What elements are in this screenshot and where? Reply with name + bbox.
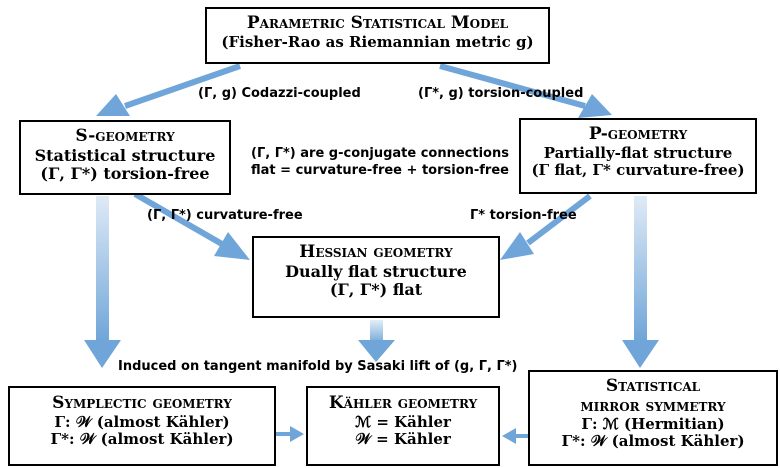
edge-label-torsion-coupled: (Γ*, g) torsion-coupled — [418, 86, 584, 101]
mirror-symmetry-line2: Γ*: 𝒲 (almost Kähler) — [561, 432, 745, 451]
s-geometry-line1: Statistical structure — [34, 145, 216, 165]
arrow-s-geometry-to-symplectic — [84, 196, 121, 368]
hessian-geometry-line1: Dually flat structure — [285, 261, 467, 281]
arrow-top-to-s-geometry — [96, 63, 241, 116]
p-geometry-line1: Partially-flat structure — [543, 143, 733, 162]
arrow-hessian-to-kahler — [358, 320, 395, 362]
parametric-statistical-model-title: Parametric Statistical Model — [246, 13, 509, 33]
s-geometry-title: S-geometry — [75, 126, 175, 146]
mirror-symmetry-title-line2: mirror symmetry — [580, 395, 726, 416]
hessian-geometry-title: Hessian geometry — [299, 242, 453, 262]
symplectic-geometry-line1: Γ: 𝒲 (almost Kähler) — [54, 412, 230, 431]
edge-label-torsion-free: Γ* torsion-free — [470, 208, 577, 223]
s-geometry-box: S-geometry Statistical structure (Γ, Γ*)… — [19, 120, 231, 195]
mirror-symmetry-line1: Γ: ℳ (Hermitian) — [581, 415, 725, 434]
arrow-top-to-p-geometry — [439, 63, 612, 118]
kahler-geometry-line1: ℳ = Kähler — [355, 412, 451, 431]
conjugate-connections-line2: flat = curvature-free + torsion-free — [251, 162, 509, 178]
edge-label-induced: Induced on tangent manifold by Sasaki li… — [118, 359, 518, 374]
edge-label-codazzi: (Γ, g) Codazzi-coupled — [198, 86, 361, 101]
arrow-p-geometry-to-hessian — [500, 193, 592, 260]
parametric-statistical-model-subtitle: (Fisher-Rao as Riemannian metric g) — [221, 32, 534, 51]
mirror-symmetry-title-line1: Statistical — [605, 376, 701, 396]
symplectic-geometry-line2: Γ*: 𝒲 (almost Kähler) — [50, 429, 234, 448]
hessian-geometry-line2: (Γ, Γ*) flat — [329, 279, 423, 299]
p-geometry-title: P-geometry — [588, 124, 688, 144]
arrow-symplectic-to-kahler — [274, 426, 304, 442]
edge-label-curvature-free: (Γ, Γ*) curvature-free — [147, 208, 303, 223]
kahler-geometry-box: Kähler geometry ℳ = Kähler 𝒲 = Kähler — [306, 386, 500, 466]
conjugate-connections-line1: (Γ, Γ*) are g-conjugate connections — [251, 146, 509, 161]
statistical-mirror-symmetry-box: Statistical mirror symmetry Γ: ℳ (Hermit… — [528, 370, 778, 466]
kahler-geometry-title: Kähler geometry — [328, 393, 478, 413]
p-geometry-box: P-geometry Partially-flat structure (Γ f… — [519, 118, 757, 194]
kahler-geometry-line2: 𝒲 = Kähler — [355, 429, 451, 448]
arrow-p-geometry-to-mirror — [622, 196, 659, 368]
conjugate-connections-note: (Γ, Γ*) are g-conjugate connections flat… — [240, 146, 520, 180]
symplectic-geometry-title: Symplectic geometry — [52, 393, 232, 413]
symplectic-geometry-box: Symplectic geometry Γ: 𝒲 (almost Kähler)… — [8, 386, 276, 466]
arrow-s-geometry-to-hessian — [133, 191, 250, 260]
s-geometry-line2: (Γ, Γ*) torsion-free — [40, 163, 210, 183]
hessian-geometry-box: Hessian geometry Dually flat structure (… — [252, 236, 500, 318]
p-geometry-line2: (Γ flat, Γ* curvature-free) — [531, 160, 745, 179]
parametric-statistical-model-box: Parametric Statistical Model (Fisher-Rao… — [205, 7, 550, 64]
